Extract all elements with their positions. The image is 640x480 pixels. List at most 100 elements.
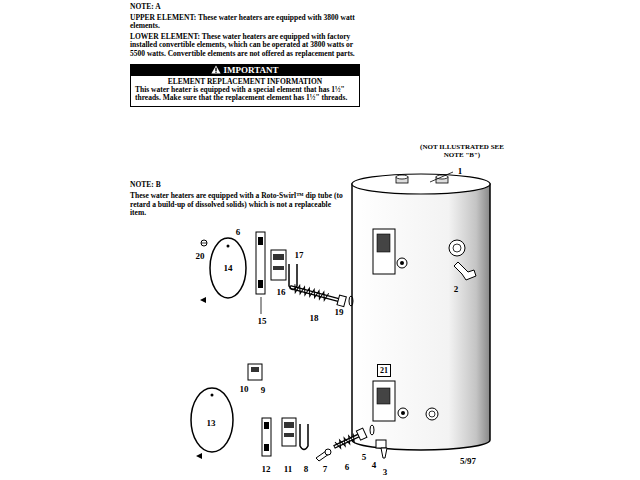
lower-access-opening xyxy=(401,411,405,415)
warning-triangle xyxy=(216,67,217,70)
warning-heading: IMPORTANT xyxy=(223,65,278,75)
lower-heating-element xyxy=(356,428,367,440)
cover-screw xyxy=(201,240,207,246)
element-gasket xyxy=(370,425,374,435)
text-row: 21 xyxy=(380,366,388,375)
callout-number: 6 xyxy=(236,227,241,237)
water-heater-tank xyxy=(352,174,490,450)
callout-number: 19 xyxy=(335,307,344,317)
upper-heating-element xyxy=(337,295,346,306)
upper-heating-element xyxy=(291,287,339,300)
callout-number: 4 xyxy=(372,460,377,470)
drain-opening xyxy=(426,408,438,420)
callout-number: 10 xyxy=(240,384,249,394)
drain-opening xyxy=(429,411,435,417)
callout-number: 18 xyxy=(310,313,319,323)
drain-valve xyxy=(381,448,387,458)
lower-access-opening xyxy=(373,381,408,421)
callout-number: 5 xyxy=(362,452,367,462)
leader-line xyxy=(430,172,453,182)
upper-access-opening xyxy=(397,258,407,268)
warning-triangle xyxy=(212,65,221,73)
callout-number: 6 xyxy=(345,462,350,472)
text-row: ELEMENT REPLACEMENT INFORMATION xyxy=(131,76,359,86)
element-gasket xyxy=(370,425,374,435)
outlet-fitting xyxy=(449,240,465,256)
screw-symbol xyxy=(196,453,202,459)
callout-number: 1 xyxy=(458,166,463,176)
thermostat xyxy=(271,250,286,280)
terminal-block xyxy=(251,367,259,372)
thermostat-clip xyxy=(289,264,297,290)
cover-screw xyxy=(201,243,207,244)
upper-access-opening xyxy=(400,261,404,265)
note-text: LOWER ELEMENT: These water heaters are e… xyxy=(130,33,362,59)
thermostat-bracket xyxy=(261,297,262,314)
callout-number: 9 xyxy=(261,385,266,395)
element-wrench xyxy=(325,449,331,455)
leader-line xyxy=(430,172,453,182)
date-code: 5/97 xyxy=(460,456,476,466)
thermostat-bracket xyxy=(262,418,271,456)
element-wrench xyxy=(316,449,331,461)
access-cover xyxy=(210,238,246,298)
callout-number: 17 xyxy=(295,250,304,260)
upper-access-opening xyxy=(373,229,395,274)
access-cover xyxy=(210,238,246,298)
lower-heating-element xyxy=(332,428,367,451)
note-heading: NOTE: A xyxy=(130,3,362,12)
note-text: UPPER ELEMENT: These water heaters are e… xyxy=(130,14,362,31)
text-row: This water heater is equipped with a spe… xyxy=(131,86,359,106)
lower-access-opening xyxy=(377,388,390,404)
note-text: These water heaters are equipped with a … xyxy=(130,192,346,218)
access-cover xyxy=(211,394,214,397)
cover-screw xyxy=(201,240,207,246)
callout-number: 8 xyxy=(304,464,309,474)
thermostat-bracket xyxy=(256,232,265,294)
access-cover xyxy=(227,245,230,248)
callout-number: 3 xyxy=(383,467,388,477)
callout-number: 20 xyxy=(196,251,205,261)
upper-access-opening xyxy=(373,229,407,274)
elbow-fitting xyxy=(454,262,476,280)
thermostat-clip xyxy=(300,424,308,450)
screw-symbol xyxy=(200,297,206,303)
upper-heating-element xyxy=(293,284,329,301)
warning-triangle xyxy=(211,65,221,74)
element-gasket xyxy=(349,296,353,306)
thermostat-bracket xyxy=(262,418,271,456)
thermostat xyxy=(271,250,286,280)
callout-number: 21 xyxy=(380,366,388,375)
box-heading: ELEMENT REPLACEMENT INFORMATION xyxy=(168,77,323,86)
note-heading: NOTE: B xyxy=(130,181,346,190)
water-heater-tank xyxy=(352,174,490,194)
upper-access-opening xyxy=(377,234,390,252)
thermostat xyxy=(282,418,296,446)
note-text: (NOT ILLUSTRATED SEE NOTE "B") xyxy=(414,143,510,159)
thermostat-bracket xyxy=(264,422,269,429)
callout-number: 7 xyxy=(323,464,328,474)
thermostat-clip xyxy=(300,424,308,450)
warning-triangle xyxy=(216,71,217,72)
important-box: IMPORTANT ELEMENT REPLACEMENT INFORMATION… xyxy=(130,64,360,107)
water-heater-tank xyxy=(396,175,408,179)
drain-valve xyxy=(376,440,386,448)
thermostat xyxy=(273,266,284,270)
thermostat-bracket xyxy=(264,444,269,451)
callout-number: 14 xyxy=(224,263,233,273)
lower-access-opening xyxy=(373,381,395,421)
callout-number: 12 xyxy=(262,464,271,474)
outlet-fitting xyxy=(449,240,465,256)
outlet-fitting xyxy=(453,244,461,252)
terminal-block xyxy=(248,364,262,380)
element-gasket xyxy=(349,296,353,306)
thermostat-clip xyxy=(289,264,297,290)
thermostat-bracket xyxy=(258,237,263,245)
callout-number: 2 xyxy=(454,284,459,294)
thermostat xyxy=(284,433,294,437)
thermostat-bracket xyxy=(256,232,265,314)
water-heater-tank xyxy=(352,184,490,450)
callout-number: 11 xyxy=(284,464,293,474)
thermostat xyxy=(273,254,284,260)
